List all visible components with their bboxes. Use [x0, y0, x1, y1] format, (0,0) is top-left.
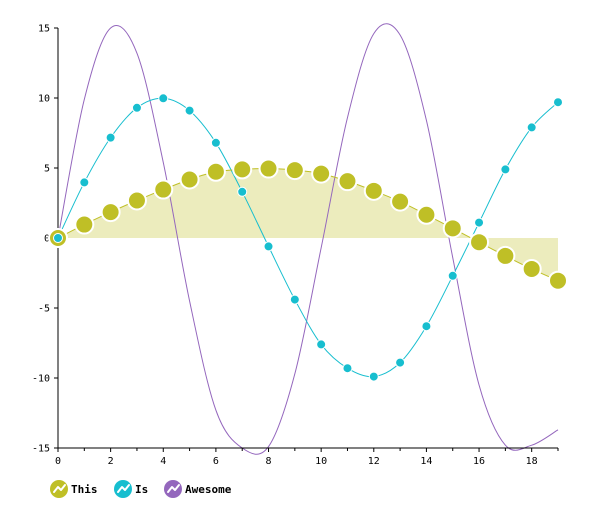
point-is[interactable] — [105, 132, 116, 143]
y-tick-label: 10 — [38, 94, 50, 105]
point-this[interactable] — [74, 214, 95, 235]
point-this[interactable] — [469, 232, 490, 253]
point-this[interactable] — [100, 202, 121, 223]
x-tick-label: 0 — [55, 456, 61, 467]
point-is[interactable] — [184, 105, 195, 116]
trend-icon — [53, 484, 66, 493]
point-this[interactable] — [495, 245, 516, 266]
point-is[interactable] — [263, 241, 274, 252]
point-is[interactable] — [447, 270, 458, 281]
series-line-awesome — [57, 23, 559, 455]
point-is[interactable] — [553, 97, 563, 108]
point-is[interactable] — [395, 357, 406, 368]
point-is[interactable] — [316, 339, 327, 350]
point-is[interactable] — [210, 137, 221, 148]
legend-label: Is — [135, 483, 148, 496]
legend-label: Awesome — [185, 483, 232, 496]
legend-label: This — [71, 483, 98, 496]
x-tick-label: 18 — [526, 456, 538, 467]
y-tick-label: 15 — [38, 24, 50, 35]
x-tick-label: 10 — [315, 456, 327, 467]
y-tick-label: -10 — [32, 374, 50, 385]
point-is[interactable] — [474, 217, 485, 228]
point-is[interactable] — [368, 371, 379, 382]
point-this[interactable] — [416, 204, 437, 225]
point-this[interactable] — [232, 159, 253, 180]
x-tick-label: 4 — [160, 456, 166, 467]
x-tick-label: 16 — [473, 456, 485, 467]
legend-item-this[interactable]: This — [50, 480, 98, 498]
point-this[interactable] — [521, 258, 542, 279]
x-tick-label: 6 — [213, 456, 219, 467]
point-is[interactable] — [526, 122, 537, 133]
legend[interactable]: This Is Awesome — [50, 480, 232, 498]
area-layer — [58, 168, 558, 281]
point-this[interactable] — [179, 169, 200, 190]
point-this[interactable] — [337, 171, 358, 192]
x-tick-label: 2 — [108, 456, 114, 467]
marker-layer — [48, 93, 568, 382]
point-is[interactable] — [53, 233, 63, 243]
point-this[interactable] — [153, 179, 174, 200]
point-this[interactable] — [284, 160, 305, 181]
x-tick-label: 12 — [368, 456, 380, 467]
point-is[interactable] — [158, 93, 169, 104]
y-tick-label: -15 — [32, 444, 50, 455]
x-tick-label: 8 — [266, 456, 272, 467]
point-is[interactable] — [237, 186, 248, 197]
series-area-this — [58, 168, 558, 281]
point-is[interactable] — [342, 363, 353, 374]
trend-icon — [167, 484, 180, 493]
y-tick-label: -5 — [38, 304, 50, 315]
point-is[interactable] — [131, 102, 142, 113]
point-this[interactable] — [442, 218, 463, 239]
point-this[interactable] — [205, 161, 226, 182]
tick-layer: -15 -10 -5 0 5 10 15 0 2 4 6 8 10 12 14 16 18 — [32, 24, 559, 467]
point-this[interactable] — [126, 190, 147, 211]
point-this[interactable] — [363, 180, 384, 201]
trend-icon — [117, 484, 130, 493]
point-is[interactable] — [421, 321, 432, 332]
legend-item-awesome[interactable]: Awesome — [164, 480, 232, 498]
point-this[interactable] — [548, 270, 568, 291]
point-is[interactable] — [500, 164, 511, 175]
point-is[interactable] — [289, 294, 300, 305]
point-is[interactable] — [79, 177, 90, 188]
point-this[interactable] — [311, 163, 332, 184]
x-tick-label: 14 — [420, 456, 432, 467]
point-this[interactable] — [258, 158, 279, 179]
legend-item-is[interactable]: Is — [114, 480, 148, 498]
point-this[interactable] — [390, 191, 411, 212]
y-tick-label: 5 — [44, 164, 50, 175]
y-tick-label: 0 — [44, 234, 50, 245]
